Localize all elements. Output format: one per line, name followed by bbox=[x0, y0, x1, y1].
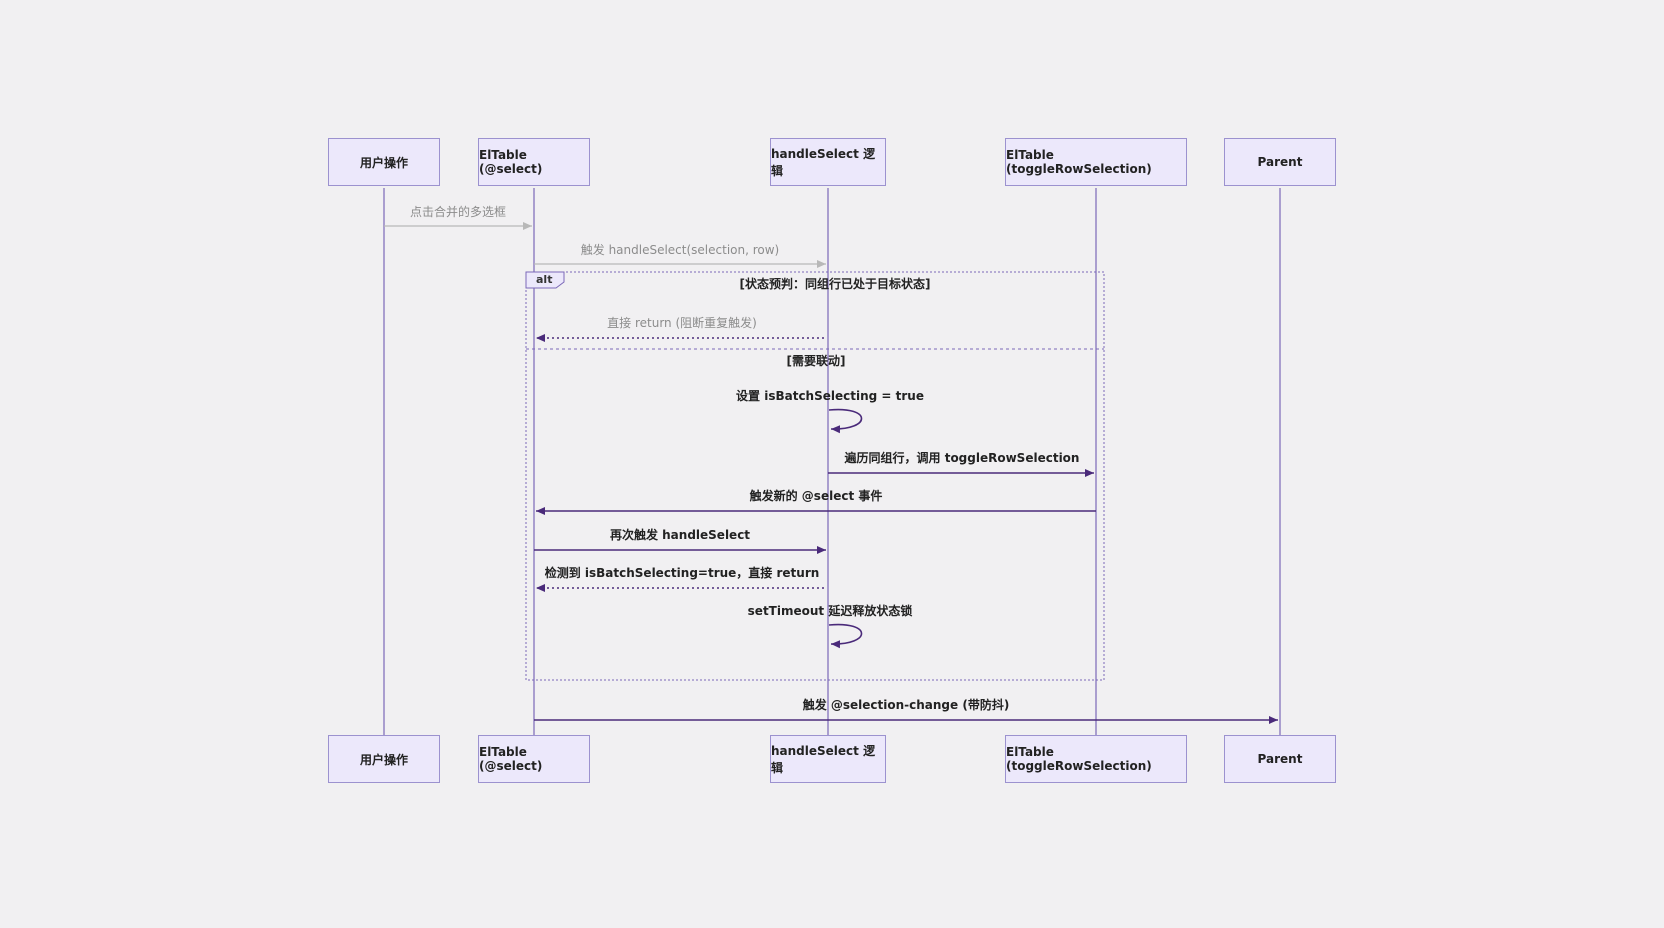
alt-tag-label: alt bbox=[536, 273, 553, 286]
message-label-m2: 触发 handleSelect(selection, row) bbox=[580, 243, 780, 257]
message-label-m8: 检测到 isBatchSelecting=true，直接 return bbox=[544, 566, 820, 580]
arrow-m4-selfloop bbox=[828, 408, 863, 434]
actor-top-parent: Parent bbox=[1224, 138, 1336, 186]
actor-top-handler: handleSelect 逻辑 bbox=[770, 138, 886, 186]
actor-bottom-table-toggle: ElTable (toggleRowSelection) bbox=[1005, 735, 1187, 783]
actor-bottom-user: 用户操作 bbox=[328, 735, 440, 783]
actor-bottom-table-select: ElTable (@select) bbox=[478, 735, 590, 783]
arrow-m9-selfloop bbox=[828, 623, 863, 649]
message-label-m9: setTimeout 延迟释放状态锁 bbox=[747, 604, 913, 618]
message-label-m1: 点击合并的多选框 bbox=[409, 205, 507, 219]
message-label-m6: 触发新的 @select 事件 bbox=[749, 489, 883, 503]
actor-top-table-select: ElTable (@select) bbox=[478, 138, 590, 186]
message-label-m10: 触发 @selection-change (带防抖) bbox=[802, 698, 1010, 712]
message-label-m4: 设置 isBatchSelecting = true bbox=[736, 389, 924, 403]
message-label-m7: 再次触发 handleSelect bbox=[609, 528, 751, 542]
message-label-m3: 直接 return (阻断重复触发) bbox=[607, 316, 757, 330]
alt-guard-2: [需要联动] bbox=[786, 354, 846, 368]
actor-top-user: 用户操作 bbox=[328, 138, 440, 186]
alt-guard-1: [状态预判：同组行已处于目标状态] bbox=[739, 277, 931, 291]
alt-tag-box bbox=[525, 271, 565, 289]
alt-frame bbox=[525, 271, 1105, 681]
actor-top-table-toggle: ElTable (toggleRowSelection) bbox=[1005, 138, 1187, 186]
actor-bottom-parent: Parent bbox=[1224, 735, 1336, 783]
message-label-m5: 遍历同组行，调用 toggleRowSelection bbox=[844, 451, 1080, 465]
actor-bottom-handler: handleSelect 逻辑 bbox=[770, 735, 886, 783]
